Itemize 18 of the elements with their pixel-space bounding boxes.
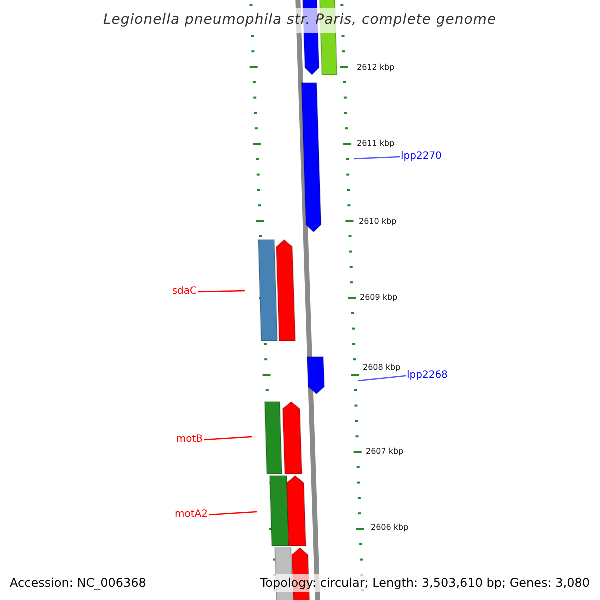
leader-line — [204, 436, 252, 441]
genome-summary-text: Topology: circular; Length: 3,503,610 bp; Genes: 3,080 — [258, 574, 592, 592]
position-label: 2606 kbp — [371, 522, 409, 532]
gene-label: motA2 — [175, 508, 208, 522]
leader-line — [198, 290, 246, 293]
position-label: 2609 kbp — [360, 292, 398, 302]
position-label: 2607 kbp — [366, 446, 404, 456]
position-label: 2611 kbp — [357, 138, 395, 148]
gene-label: sdaC — [172, 285, 197, 299]
position-label: 2612 kbp — [357, 62, 395, 72]
gene-label: lpp2268 — [407, 369, 448, 383]
leader-line — [358, 375, 406, 382]
leader-line — [208, 511, 258, 516]
gene-label: motB — [176, 433, 203, 447]
leader-line — [354, 156, 400, 160]
position-label: 2608 kbp — [363, 362, 401, 372]
position-label: 2610 kbp — [359, 216, 397, 226]
gene-label: lpp2270 — [401, 150, 442, 164]
